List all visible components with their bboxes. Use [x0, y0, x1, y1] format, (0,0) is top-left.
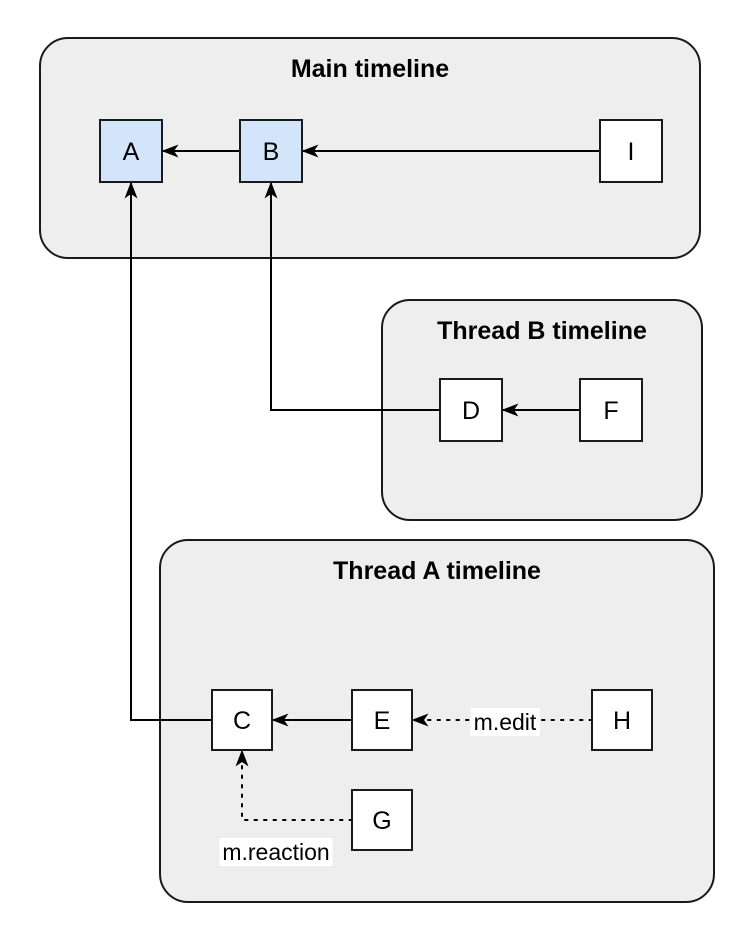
node-label-A: A — [123, 138, 140, 166]
edge-label-m-edit: m.edit — [474, 709, 537, 735]
node-label-H: H — [613, 707, 631, 735]
node-label-F: F — [603, 397, 618, 425]
edge-C-to-A — [124, 181, 212, 721]
edge-labels-layer: m.edit m.reaction — [219, 708, 540, 866]
edge-D-to-B — [264, 181, 440, 411]
container-title-thread-b-timeline: Thread B timeline — [437, 317, 647, 345]
node-I — [599, 119, 663, 183]
node-G — [351, 789, 413, 851]
container-title-thread-a-timeline: Thread A timeline — [333, 557, 541, 585]
node-label-G: G — [372, 807, 391, 835]
container-main-timeline — [39, 37, 701, 259]
node-label-I: I — [628, 138, 635, 166]
node-label-B: B — [263, 138, 280, 166]
nodes-layer: A B I D F C E H G — [99, 119, 663, 851]
node-label-D: D — [462, 397, 480, 425]
node-label-E: E — [374, 707, 391, 735]
node-E — [351, 689, 413, 751]
node-F — [579, 378, 643, 442]
node-C — [211, 689, 273, 751]
edges-layer — [124, 144, 600, 821]
node-H — [591, 689, 653, 751]
edge-label-m-reaction: m.reaction — [222, 839, 329, 865]
edge-label-bg-m-edit — [470, 708, 540, 736]
node-B — [239, 119, 303, 183]
node-label-C: C — [233, 707, 251, 735]
node-D — [439, 378, 503, 442]
container-title-main-timeline: Main timeline — [291, 55, 449, 83]
node-A — [99, 119, 163, 183]
edge-label-bg-m-reaction — [219, 838, 333, 866]
